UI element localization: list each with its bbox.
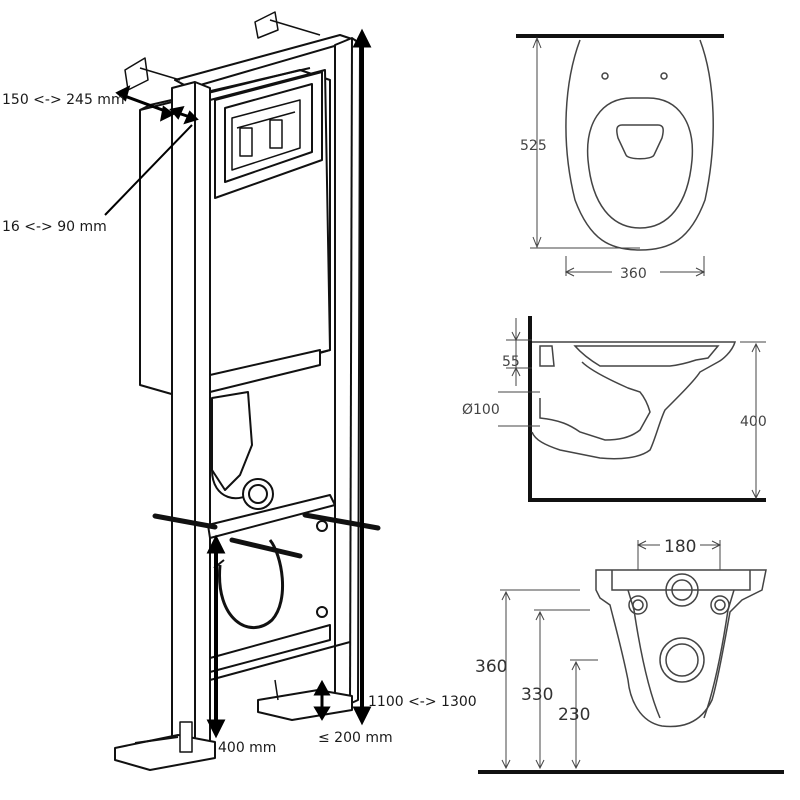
top-view: [516, 34, 724, 277]
side-view: [498, 316, 766, 502]
front-view: [478, 540, 784, 774]
foot-height-label: 400 mm: [218, 740, 276, 756]
side-mount-height-label: 400: [740, 414, 767, 430]
top-length-label: 525: [520, 138, 547, 154]
side-outlet-diameter-label: Ø100: [462, 402, 500, 418]
side-rim-height-label: 55: [502, 354, 520, 370]
foot-adjust-label: ≤ 200 mm: [318, 730, 393, 746]
front-inlet-height-label: 330: [521, 685, 553, 705]
depth-range-label: 150 <-> 245 mm: [2, 92, 125, 108]
top-width-label: 360: [620, 266, 647, 282]
offset-range-label: 16 <-> 90 mm: [2, 219, 107, 235]
height-range-label: 1100 <-> 1300: [368, 694, 477, 710]
mounting-frame: [114, 11, 381, 771]
front-bolt-height-label: 360: [475, 657, 507, 677]
frame-dimension-arrows: [104, 28, 372, 739]
front-inlet-spacing-label: 180: [664, 537, 696, 557]
front-outlet-height-label: 230: [558, 705, 590, 725]
